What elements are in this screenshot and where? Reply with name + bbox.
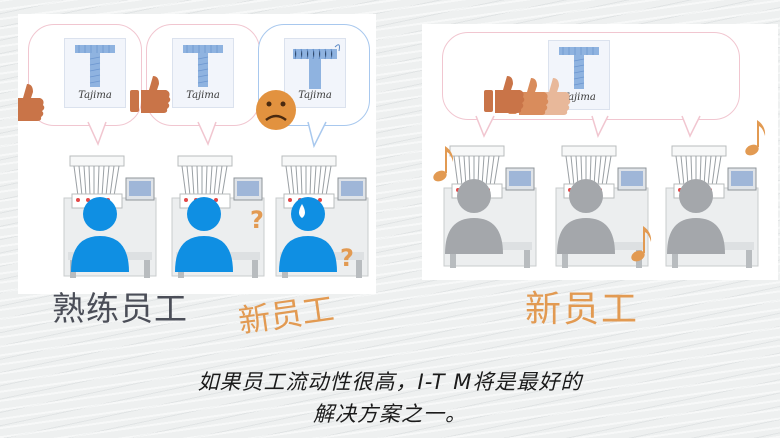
tajima-logo-card-1: Tajima [64,38,126,108]
tajima-logo-text: Tajima [186,90,220,101]
tajima-logo-card-4: Tajima [548,40,610,110]
thumbs-up-icon [18,84,45,121]
tajima-logo-card-3: Tajima [284,38,346,108]
skilled-staff-label: 熟练员工 [52,289,188,328]
thumbs-up-icon [130,76,171,113]
sweat-drop-icon [299,204,305,218]
skilled-staff-illustration: ? ? [18,76,369,279]
new-staff-illustration [431,76,766,269]
thumbs-up-icon [484,76,525,113]
tajima-logo-text: Tajima [78,90,112,101]
music-note-icon [431,146,454,184]
music-note-icon [743,120,766,158]
question-mark-icon: ? [340,244,354,272]
sad-face-icon [256,90,296,130]
tajima-logo-text: Tajima [298,90,332,101]
tajima-logo-text: Tajima [562,92,596,103]
tajima-logo-card-2: Tajima [172,38,234,108]
question-mark-icon: ? [250,206,264,234]
new-staff-label-right: 新员工 [525,289,640,330]
caption-line-2: 解决方案之一。 [313,402,467,426]
new-staff-panel: Tajima [422,24,778,280]
thread-spool-icon [293,44,340,89]
caption-line-1: 如果员工流动性很高，I-T M将是最好的 [197,370,583,394]
skilled-staff-panel: Tajima Tajima Tajima [18,14,376,294]
